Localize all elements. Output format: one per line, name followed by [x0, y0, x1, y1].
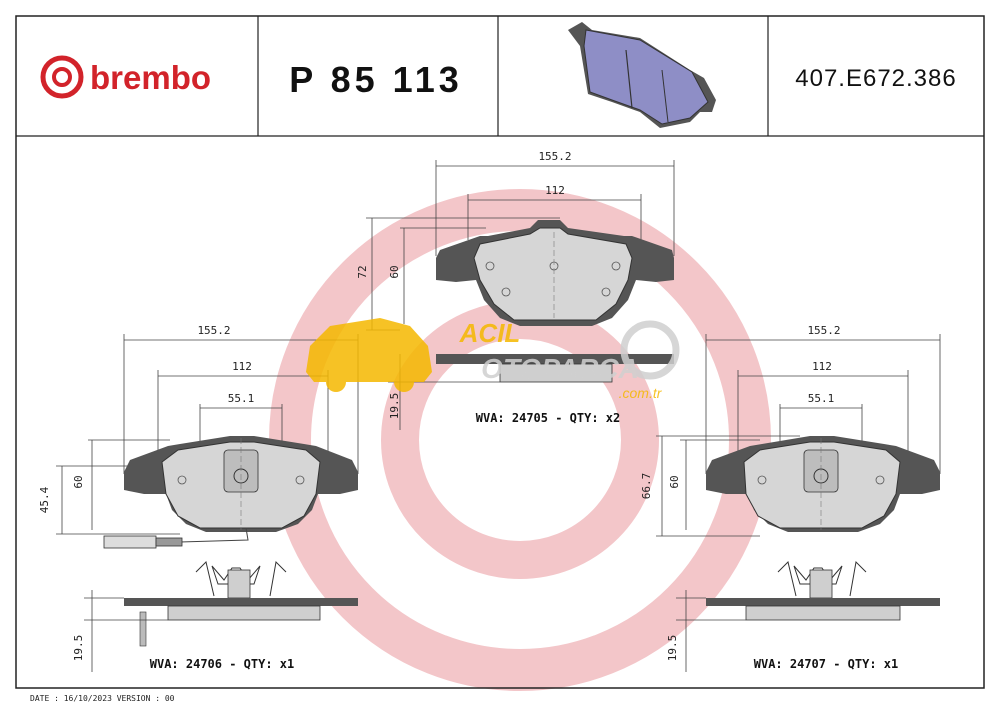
part-number: P 85 113: [289, 59, 463, 100]
brand-name: brembo: [90, 59, 211, 96]
left-wva-label: WVA: 24706 - QTY: x1: [150, 657, 295, 671]
top-pad-view: 155.2 112 72 60 19.5 WVA: 24705 - QTY: x…: [356, 150, 675, 430]
right-width-total-label: 155.2: [807, 324, 840, 337]
left-width-inner-label: 112: [232, 360, 252, 373]
right-height-inner-label: 60: [668, 475, 681, 488]
right-width-inner-label: 112: [812, 360, 832, 373]
top-height-inner-label: 60: [388, 265, 401, 278]
left-width-total-label: 155.2: [197, 324, 230, 337]
top-height-outer-label: 72: [356, 265, 369, 278]
top-width-inner-label: 112: [545, 184, 565, 197]
brembo-logo: brembo: [40, 55, 211, 99]
left-thickness-label: 19.5: [72, 635, 85, 662]
right-pad-view: 155.2 112 55.1 66.7 60 19.5 WVA: 2: [640, 324, 941, 672]
top-wva-label: WVA: 24705 - QTY: x2: [476, 411, 621, 425]
acil-otoparca-watermark: ACIL OTOPARCA .com.tr: [306, 318, 680, 401]
watermark-line3: .com.tr: [619, 385, 663, 401]
left-height-inner-label: 60: [72, 475, 85, 488]
left-height-outer-label: 45.4: [38, 486, 51, 513]
drawing-frame: [15, 15, 985, 689]
pad-3d-illustration: [568, 22, 716, 128]
top-width-total-label: 155.2: [538, 150, 571, 163]
right-wva-label: WVA: 24707 - QTY: x1: [754, 657, 899, 671]
top-thickness-label: 19.5: [388, 393, 401, 420]
right-width-center-label: 55.1: [808, 392, 835, 405]
watermark-line2: OTOPARCA: [481, 353, 639, 384]
reference-number: 407.E672.386: [795, 65, 956, 92]
right-height-outer-label: 66.7: [640, 473, 653, 500]
footer-date-version: DATE : 16/10/2023 VERSION : 00: [30, 694, 175, 703]
watermark-line1: ACIL: [459, 318, 521, 348]
left-pad-view: 155.2 112 55.1 45.4 60: [38, 324, 359, 672]
right-thickness-label: 19.5: [666, 635, 679, 662]
left-width-center-label: 55.1: [228, 392, 255, 405]
